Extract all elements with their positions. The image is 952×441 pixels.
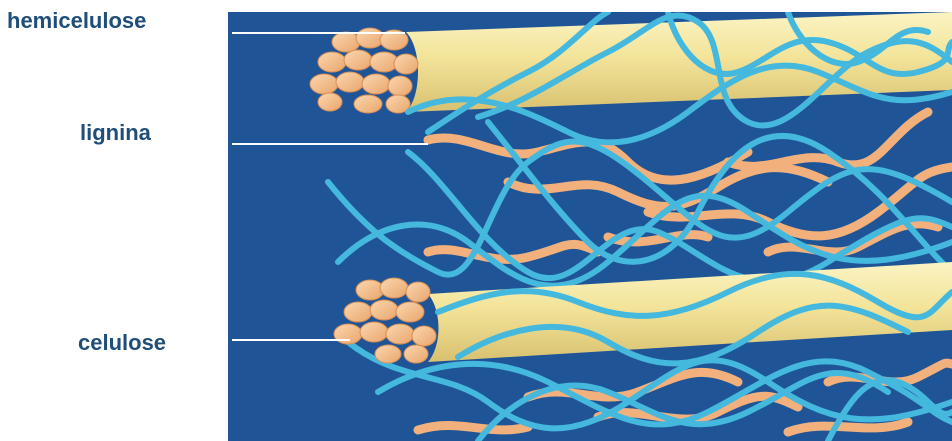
label-hemicellulose: hemicelulose [7, 8, 146, 34]
lignin-strand [418, 425, 528, 430]
label-cellulose: celulose [78, 330, 166, 356]
label-lignin: lignina [80, 120, 151, 146]
lignin-strand [788, 422, 908, 432]
plant-cell-wall-diagram [228, 12, 952, 441]
